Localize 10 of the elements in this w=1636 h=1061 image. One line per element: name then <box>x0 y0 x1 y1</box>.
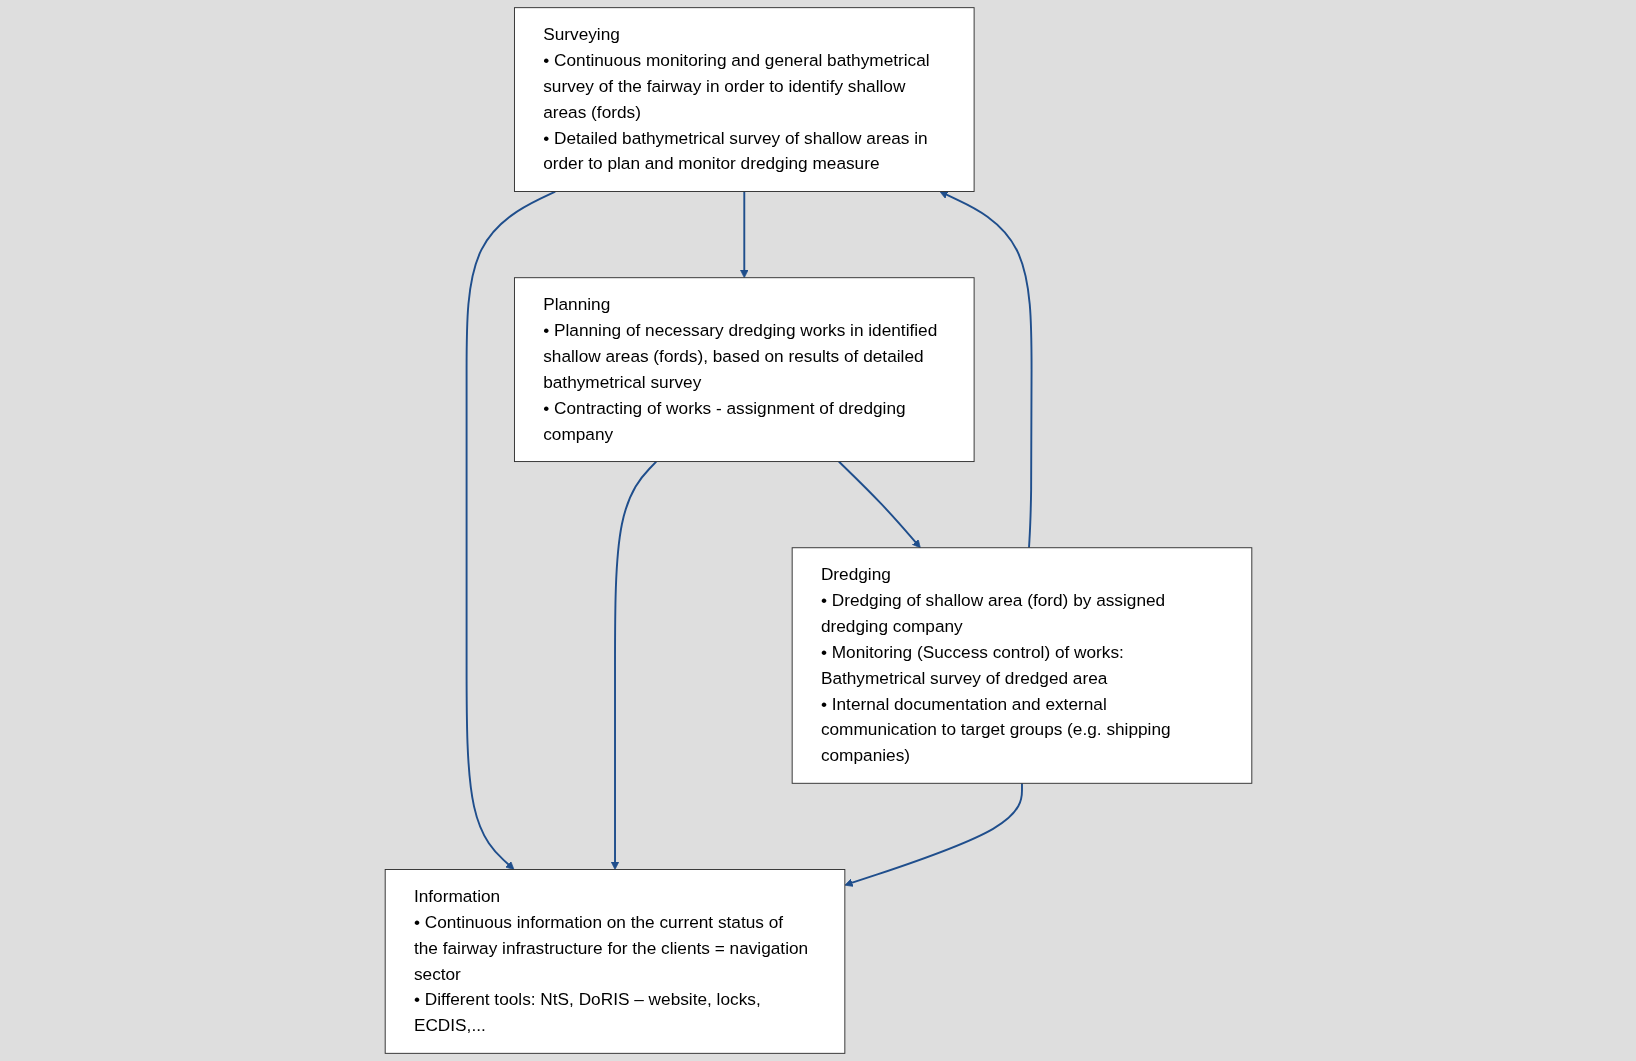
node-box: Dredging • Dredging of shallow area (ford) by assigned dredging company • Monitoring (Success control) of works: Bathymetrical survey of dredged area • Internal documentation and external communication to target groups (e.g. shipping companies) <box>791 547 1252 784</box>
node-box: Information • Continuous information on the current status of the fairway infrastructure for the clients = navigation sector • Different tools: NtS, DoRIS – website, locks, ECDIS,... <box>384 869 845 1054</box>
node-box: Surveying • Continuous monitoring and general bathymetrical survey of the fairway in order to identify shallow areas (fords) • Detailed bathymetrical survey of shallow areas in order to plan and monitor dredging measure <box>513 7 975 192</box>
arrow <box>739 190 748 279</box>
arrow <box>465 190 556 870</box>
arrow <box>610 460 657 870</box>
arrow <box>843 782 1023 887</box>
arrow <box>837 460 921 549</box>
arrow <box>939 190 1032 549</box>
node-box: Planning • Planning of necessary dredging works in identified shallow areas (fords), based on results of detailed bathymetrical survey • Contracting of works - assignment of dredging company <box>513 277 975 463</box>
